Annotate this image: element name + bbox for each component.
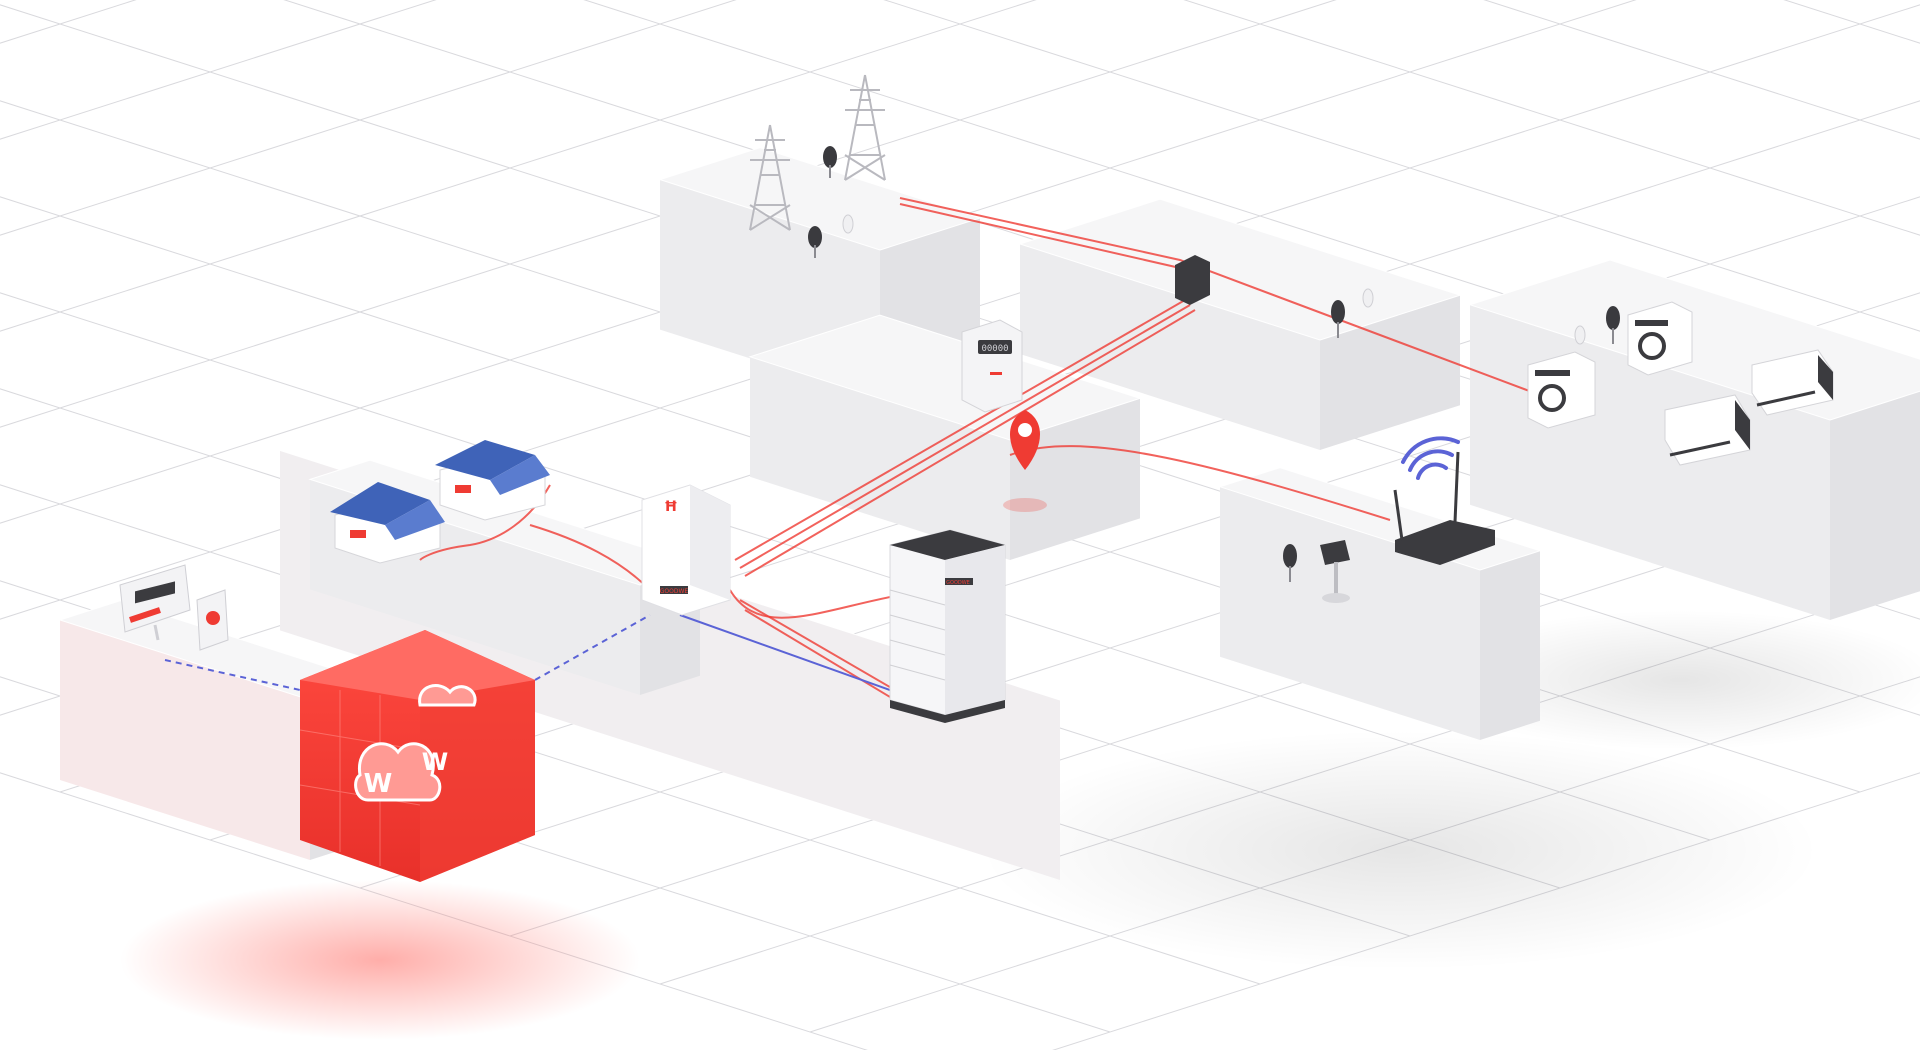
washing-machine-icon [1627,301,1693,376]
power-cable [1009,445,1391,521]
wifi-icon [1401,436,1460,480]
grid-line [0,676,1111,1033]
house-with-solar-panels-icon [330,482,445,564]
power-cable [899,197,1541,396]
power-cable [419,484,551,561]
cloud-logo-icon: W [422,748,448,776]
inverter-icon: Ħ GOODWE [641,484,731,616]
power-cables [164,197,1541,701]
router-icon [1393,451,1495,565]
cloud-cube-icon: W W [299,630,535,882]
power-cable [734,299,1186,561]
inverter-brand: GOODWE [660,588,689,595]
floor-shadows [120,610,1920,1040]
platform-block [1018,198,1462,450]
power-cable [729,589,901,619]
power-cable [744,609,896,701]
tree-icon [808,226,822,258]
location-pin-icon [1003,410,1047,512]
cloud-logo-icon: W [364,769,393,799]
tree-icon [1331,300,1345,338]
data-link [164,659,301,691]
house-with-solar-panels-icon [435,440,550,521]
data-link [679,614,891,691]
transmission-tower-icon [749,124,791,231]
platform-block [748,314,1142,560]
cloud-icon [354,684,477,802]
transmission-tower-icon [844,74,886,181]
power-cable [739,599,896,691]
power-cable [744,309,1196,577]
tree-icon [1574,325,1586,345]
meter-display: 00000 [981,344,1008,354]
tree-icon [842,214,854,234]
washing-machine-icon [1527,351,1596,429]
power-cable [739,304,1191,569]
air-conditioner-icon [1751,349,1834,416]
battery-brand: GOODWE [946,580,970,586]
battery-stack-icon: GOODWE [889,529,1006,723]
tree-icon [1606,306,1620,344]
power-cable [529,524,651,591]
air-conditioner-icon [1664,394,1751,466]
lamp-icon [1320,540,1350,603]
dongle-icon [1175,255,1210,305]
tree-icon [1283,544,1297,582]
data-link [534,614,651,681]
inverter-logo-icon: Ħ [664,499,678,515]
grid-line [0,580,1261,985]
monitor-icon [119,564,191,641]
tree-icon [823,146,837,178]
tablet-icon [196,589,229,651]
tree-icon [1362,288,1374,308]
power-cable [899,203,1181,269]
smart-meter-icon: 00000 [961,319,1023,413]
